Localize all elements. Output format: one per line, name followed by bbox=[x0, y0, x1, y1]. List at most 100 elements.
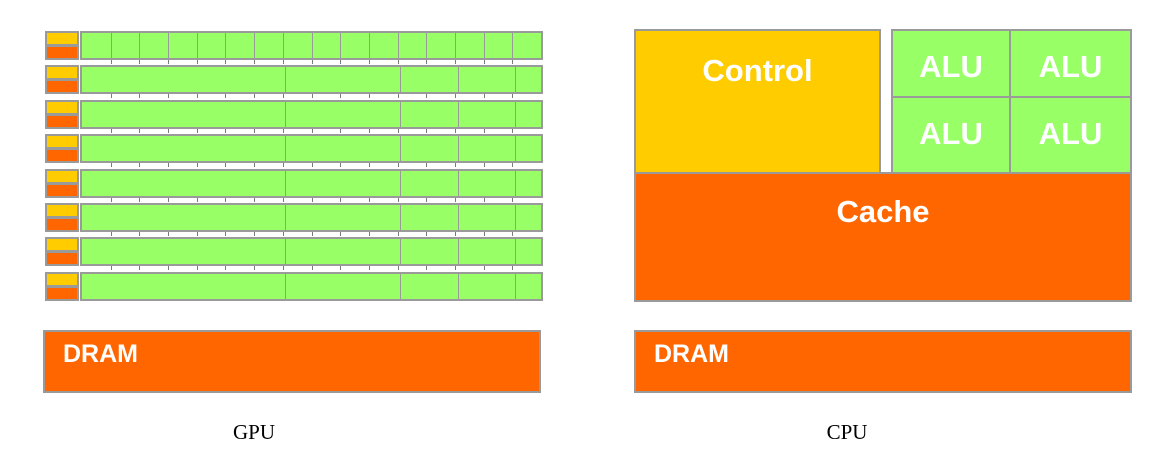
gpu-alu-row bbox=[80, 65, 543, 94]
gpu-connector-tick bbox=[168, 163, 169, 167]
gpu-control-cell bbox=[45, 203, 79, 218]
gpu-control-cell bbox=[45, 100, 79, 115]
cpu-alu-block: ALU bbox=[891, 29, 1011, 98]
gpu-connector-tick bbox=[340, 129, 341, 133]
cpu-alu-label: ALU bbox=[1038, 49, 1103, 84]
cpu-dram-block: DRAM bbox=[634, 330, 1132, 393]
gpu-connector-tick bbox=[197, 163, 198, 167]
gpu-connector-tick bbox=[512, 266, 513, 270]
gpu-connector-tick bbox=[197, 129, 198, 133]
gpu-connector-tick bbox=[369, 266, 370, 270]
gpu-connector-tick bbox=[455, 198, 456, 202]
gpu-connector-tick bbox=[398, 94, 399, 98]
gpu-cache-cell bbox=[45, 79, 79, 94]
gpu-connector-tick bbox=[426, 232, 427, 236]
cpu-caption: CPU bbox=[826, 420, 868, 444]
gpu-alu-divider bbox=[400, 171, 401, 196]
gpu-connector-tick bbox=[512, 198, 513, 202]
gpu-connector-tick bbox=[111, 94, 112, 98]
gpu-connector-tick bbox=[426, 163, 427, 167]
gpu-connector-tick bbox=[369, 60, 370, 64]
gpu-alu-divider bbox=[458, 239, 459, 264]
gpu-connector-tick bbox=[283, 232, 284, 236]
gpu-alu-row bbox=[80, 31, 543, 60]
gpu-alu-row bbox=[80, 134, 543, 163]
gpu-connector-tick bbox=[111, 129, 112, 133]
cpu-cache-block: Cache bbox=[634, 172, 1132, 302]
gpu-connector-tick bbox=[484, 232, 485, 236]
gpu-connector-tick bbox=[168, 60, 169, 64]
gpu-caption: GPU bbox=[232, 420, 275, 444]
gpu-connector-tick bbox=[225, 129, 226, 133]
gpu-control-cell bbox=[45, 237, 79, 252]
gpu-connector-tick bbox=[254, 129, 255, 133]
gpu-alu-divider bbox=[515, 102, 516, 127]
gpu-connector-tick bbox=[283, 198, 284, 202]
gpu-alu-divider bbox=[400, 136, 401, 161]
gpu-cache-cell bbox=[45, 114, 79, 129]
gpu-connector-tick bbox=[139, 94, 140, 98]
gpu-alu-row bbox=[80, 100, 543, 129]
gpu-control-cell bbox=[45, 272, 79, 287]
gpu-connector-tick bbox=[168, 266, 169, 270]
gpu-alu-divider bbox=[458, 205, 459, 230]
gpu-connector-tick bbox=[283, 129, 284, 133]
gpu-alu-divider bbox=[512, 33, 513, 58]
cpu-cache-label: Cache bbox=[836, 194, 930, 229]
gpu-alu-divider bbox=[426, 33, 427, 58]
gpu-connector-tick bbox=[197, 198, 198, 202]
gpu-alu-divider bbox=[400, 274, 401, 299]
gpu-connector-tick bbox=[254, 266, 255, 270]
gpu-alu-divider bbox=[197, 33, 198, 58]
gpu-connector-tick bbox=[283, 163, 284, 167]
gpu-control-cell bbox=[45, 169, 79, 184]
gpu-connector-tick bbox=[312, 232, 313, 236]
gpu-connector-tick bbox=[197, 60, 198, 64]
cpu-alu-block: ALU bbox=[1009, 96, 1132, 174]
gpu-connector-tick bbox=[369, 129, 370, 133]
gpu-connector-tick bbox=[369, 232, 370, 236]
gpu-connector-tick bbox=[512, 60, 513, 64]
gpu-alu-row bbox=[80, 169, 543, 198]
gpu-connector-tick bbox=[225, 198, 226, 202]
gpu-connector-tick bbox=[312, 129, 313, 133]
gpu-connector-tick bbox=[111, 60, 112, 64]
gpu-alu-divider bbox=[111, 33, 112, 58]
gpu-connector-tick bbox=[484, 129, 485, 133]
gpu-connector-tick bbox=[139, 129, 140, 133]
cpu-alu-block: ALU bbox=[1009, 29, 1132, 98]
gpu-connector-tick bbox=[139, 163, 140, 167]
gpu-alu-row bbox=[80, 272, 543, 301]
gpu-control-cell bbox=[45, 65, 79, 80]
gpu-connector-tick bbox=[369, 198, 370, 202]
gpu-connector-tick bbox=[369, 94, 370, 98]
gpu-connector-tick bbox=[455, 163, 456, 167]
gpu-alu-divider bbox=[400, 205, 401, 230]
gpu-connector-tick bbox=[111, 198, 112, 202]
gpu-connector-tick bbox=[426, 94, 427, 98]
gpu-cache-cell bbox=[45, 183, 79, 198]
gpu-cache-cell bbox=[45, 45, 79, 60]
gpu-connector-tick bbox=[398, 163, 399, 167]
gpu-connector-tick bbox=[398, 232, 399, 236]
gpu-connector-tick bbox=[168, 198, 169, 202]
gpu-connector-tick bbox=[283, 94, 284, 98]
gpu-control-cell bbox=[45, 31, 79, 46]
cpu-dram-label: DRAM bbox=[654, 340, 729, 368]
gpu-alu-divider bbox=[369, 33, 370, 58]
gpu-alu-divider bbox=[458, 136, 459, 161]
gpu-alu-divider bbox=[312, 33, 313, 58]
gpu-connector-tick bbox=[398, 266, 399, 270]
gpu-alu-divider bbox=[458, 171, 459, 196]
gpu-alu-divider bbox=[484, 33, 485, 58]
gpu-alu-row bbox=[80, 203, 543, 232]
gpu-connector-tick bbox=[254, 163, 255, 167]
gpu-alu-divider bbox=[398, 33, 399, 58]
cpu-alu-label: ALU bbox=[1038, 116, 1103, 151]
gpu-connector-tick bbox=[312, 94, 313, 98]
gpu-connector-tick bbox=[455, 94, 456, 98]
gpu-alu-divider bbox=[225, 33, 226, 58]
gpu-alu-divider bbox=[285, 102, 286, 127]
gpu-alu-divider bbox=[285, 274, 286, 299]
cpu-control-block: Control bbox=[634, 29, 881, 174]
